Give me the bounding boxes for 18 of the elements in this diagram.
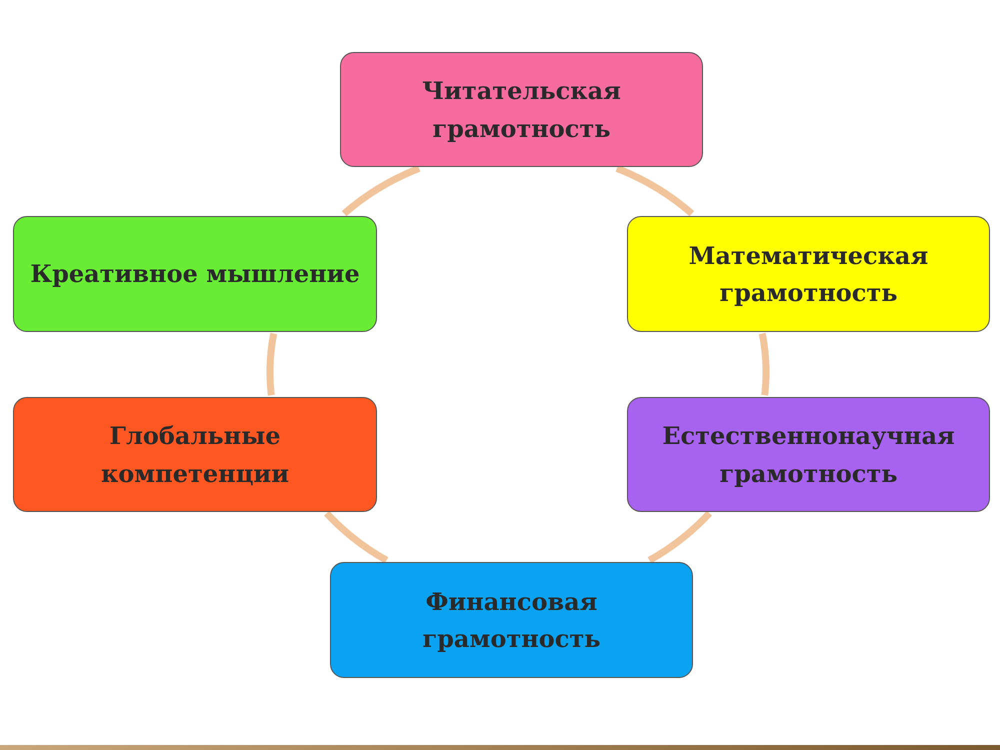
topic-box	[627, 216, 990, 332]
connector-arc	[648, 510, 712, 564]
connector-arc	[342, 165, 421, 216]
topic-box	[340, 52, 703, 167]
topic-box	[13, 397, 377, 512]
topic-label: Математическая грамотность	[688, 240, 930, 309]
topic-label: Глобальные компетенции	[100, 420, 290, 490]
connector-arc	[615, 165, 694, 216]
topic-box	[13, 216, 377, 332]
topic-box	[330, 562, 693, 678]
connector-arc	[758, 332, 770, 397]
connector-arc	[266, 332, 278, 397]
topic-label: Читательская грамотность	[421, 75, 622, 144]
connector-arc	[324, 510, 388, 564]
topic-label: Финансовая грамотность	[421, 586, 602, 655]
topic-label: Креативное мышление	[30, 258, 360, 290]
topic-label: Естественнонаучная грамотность	[661, 420, 956, 490]
topic-box	[627, 397, 990, 512]
